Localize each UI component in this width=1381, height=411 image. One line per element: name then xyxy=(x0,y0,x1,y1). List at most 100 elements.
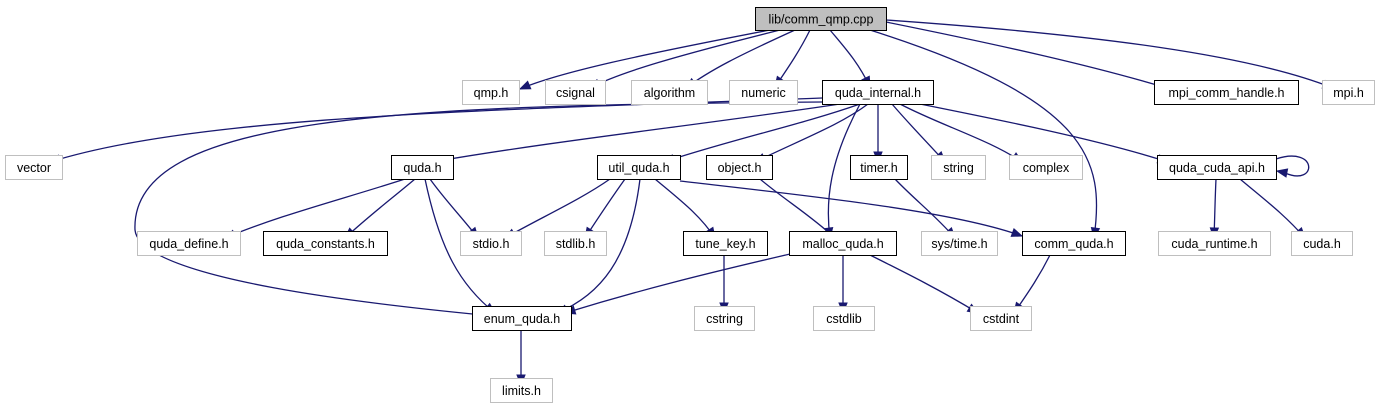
edge-util_quda-to-stdlib xyxy=(584,178,626,240)
node-comm_qmp[interactable]: lib/comm_qmp.cpp xyxy=(755,7,887,31)
node-box-object xyxy=(706,155,773,180)
edge-line-comm_qmp-to-mpi xyxy=(885,19,1334,89)
node-label-cuda: cuda.h xyxy=(1303,237,1341,251)
edges-layer xyxy=(48,19,1335,387)
node-box-numeric xyxy=(729,80,798,105)
edge-object-to-malloc_quda xyxy=(759,178,836,239)
edge-malloc_quda-to-cstdint xyxy=(869,254,980,314)
node-enum_quda[interactable]: enum_quda.h xyxy=(472,306,572,331)
node-box-malloc_quda xyxy=(789,231,897,256)
edge-comm_qmp-to-qmp xyxy=(518,29,771,90)
node-box-quda_cuda_api xyxy=(1157,155,1277,180)
edge-util_quda-to-tune_key xyxy=(654,178,716,240)
node-box-algorithm xyxy=(631,80,708,105)
node-cstdint: cstdint xyxy=(970,306,1032,331)
node-label-timer: timer.h xyxy=(860,161,898,175)
node-label-tune_key: tune_key.h xyxy=(695,237,755,251)
edge-line-quda_internal-to-enum_quda xyxy=(134,101,823,316)
node-label-limits: limits.h xyxy=(502,384,541,398)
node-box-string xyxy=(931,155,986,180)
edge-quda_cuda_api-to-cuda xyxy=(1239,178,1306,240)
node-box-cuda_runtime xyxy=(1158,231,1271,256)
edge-quda_cuda_api-to-quda_cuda_api xyxy=(1275,155,1310,178)
node-label-cstdlib: cstdlib xyxy=(826,312,861,326)
edge-line-comm_qmp-to-csignal xyxy=(589,29,781,89)
node-timer[interactable]: timer.h xyxy=(850,155,908,180)
edge-comm_qmp-to-csignal xyxy=(588,29,781,89)
node-mpi_comm_handle[interactable]: mpi_comm_handle.h xyxy=(1154,80,1299,105)
node-label-quda_cuda_api: quda_cuda_api.h xyxy=(1169,161,1265,175)
edge-tune_key-to-cstring xyxy=(719,254,729,315)
edge-line-comm_qmp-to-qmp xyxy=(519,29,771,90)
node-box-quda_internal xyxy=(822,80,934,105)
node-box-cstring xyxy=(694,306,755,331)
node-label-malloc_quda: malloc_quda.h xyxy=(802,237,883,251)
edge-line-quda_internal-to-object xyxy=(754,103,869,163)
node-quda[interactable]: quda.h xyxy=(391,155,454,180)
node-quda_internal[interactable]: quda_internal.h xyxy=(822,80,934,105)
node-label-cstdint: cstdint xyxy=(983,312,1020,326)
node-cstdlib: cstdlib xyxy=(813,306,875,331)
node-box-cstdlib xyxy=(813,306,875,331)
edge-line-util_quda-to-tune_key xyxy=(654,178,716,239)
edge-line-util_quda-to-comm_quda xyxy=(679,180,1023,237)
node-cuda: cuda.h xyxy=(1291,231,1353,256)
node-qmp: qmp.h xyxy=(462,80,520,105)
edge-line-quda_internal-to-quda xyxy=(431,103,841,163)
edge-line-quda-to-stdio xyxy=(429,178,479,239)
node-object[interactable]: object.h xyxy=(706,155,773,180)
edge-line-quda_internal-to-vector xyxy=(49,97,823,163)
node-complex: complex xyxy=(1009,155,1083,180)
edge-line-malloc_quda-to-cstdint xyxy=(869,254,979,314)
node-box-stdio xyxy=(460,231,522,256)
node-vector: vector xyxy=(5,155,63,180)
node-label-algorithm: algorithm xyxy=(644,86,695,100)
node-box-tune_key xyxy=(683,231,768,256)
node-quda_constants[interactable]: quda_constants.h xyxy=(263,231,388,256)
node-cuda_runtime: cuda_runtime.h xyxy=(1158,231,1271,256)
edge-quda_internal-to-quda_cuda_api xyxy=(919,103,1170,164)
edge-quda-to-quda_define xyxy=(223,178,406,239)
edge-line-quda_internal-to-util_quda xyxy=(663,103,861,163)
node-box-cuda xyxy=(1291,231,1353,256)
node-box-vector xyxy=(5,155,63,180)
node-box-enum_quda xyxy=(472,306,572,331)
edge-line-quda-to-quda_define xyxy=(224,178,406,239)
node-box-quda xyxy=(391,155,454,180)
edge-line-util_quda-to-stdlib xyxy=(584,178,626,239)
node-box-stdlib xyxy=(544,231,607,256)
node-box-comm_qmp xyxy=(755,7,887,31)
edge-quda_internal-to-timer xyxy=(873,104,883,164)
node-quda_cuda_api[interactable]: quda_cuda_api.h xyxy=(1157,155,1277,180)
node-comm_quda[interactable]: comm_quda.h xyxy=(1022,231,1126,256)
edge-quda_internal-to-enum_quda xyxy=(134,101,823,319)
node-cstring: cstring xyxy=(694,306,755,331)
edge-line-util_quda-to-stdio xyxy=(504,178,611,239)
node-box-mpi xyxy=(1322,80,1375,105)
node-limits: limits.h xyxy=(490,378,553,403)
node-systime: sys/time.h xyxy=(921,231,998,256)
node-label-cstring: cstring xyxy=(706,312,743,326)
node-tune_key[interactable]: tune_key.h xyxy=(683,231,768,256)
edge-timer-to-systime xyxy=(894,178,956,240)
node-label-util_quda: util_quda.h xyxy=(608,161,669,175)
node-label-qmp: qmp.h xyxy=(474,86,509,100)
edge-quda_internal-to-object xyxy=(753,103,869,163)
node-label-stdlib: stdlib.h xyxy=(556,237,596,251)
node-util_quda[interactable]: util_quda.h xyxy=(597,155,681,180)
edge-comm_qmp-to-numeric xyxy=(774,29,811,89)
node-box-timer xyxy=(850,155,908,180)
node-box-cstdint xyxy=(970,306,1032,331)
node-label-mpi: mpi.h xyxy=(1333,86,1364,100)
node-label-string: string xyxy=(943,161,974,175)
edge-quda_internal-to-vector xyxy=(48,97,823,164)
edge-line-util_quda-to-enum_quda xyxy=(556,178,641,314)
edge-line-quda-to-quda_constants xyxy=(344,178,416,239)
edge-line-quda_cuda_api-to-quda_cuda_api xyxy=(1275,155,1310,177)
node-csignal: csignal xyxy=(545,80,606,105)
node-malloc_quda[interactable]: malloc_quda.h xyxy=(789,231,897,256)
edge-line-quda_internal-to-quda_cuda_api xyxy=(919,103,1169,163)
node-box-limits xyxy=(490,378,553,403)
